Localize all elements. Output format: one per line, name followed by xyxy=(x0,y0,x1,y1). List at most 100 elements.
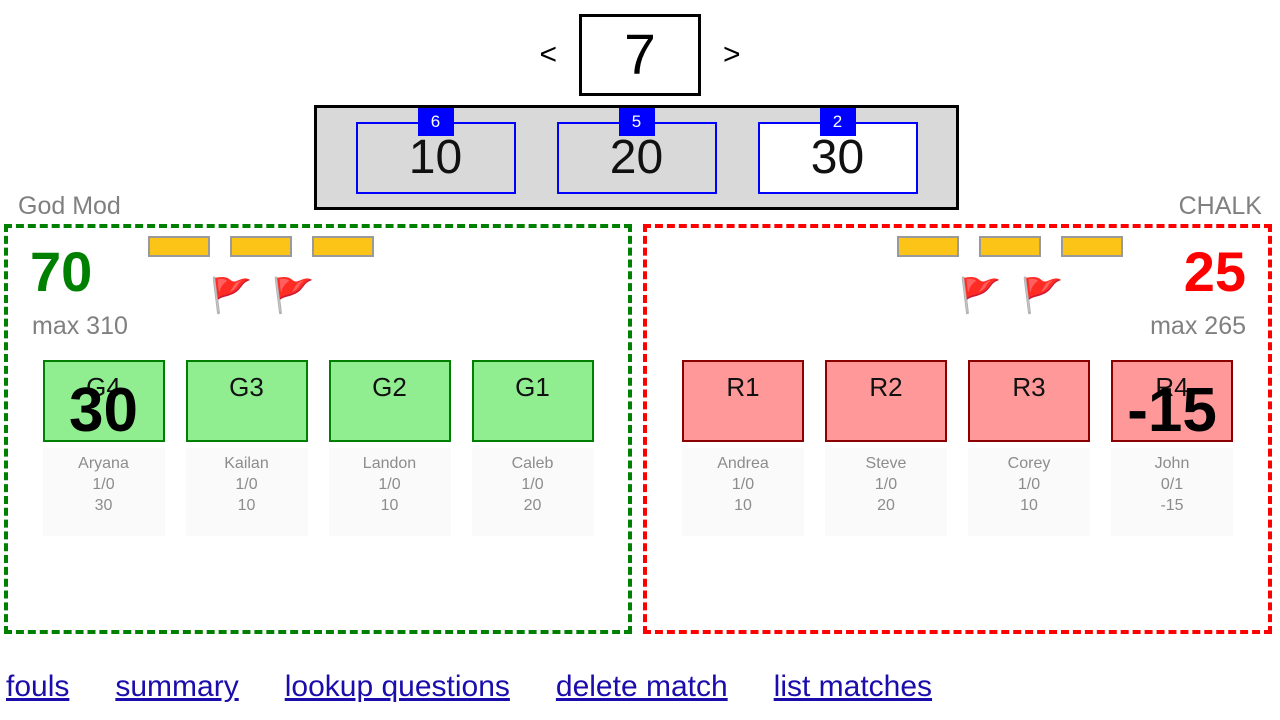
player-name: Caleb xyxy=(511,455,554,472)
player-slot-label: G3 xyxy=(229,372,264,402)
player-slot-button-R2[interactable]: R2 xyxy=(825,360,947,442)
player-slot-label: R2 xyxy=(869,372,903,402)
footer-links: fouls summary lookup questions delete match… xyxy=(6,672,932,702)
right-team-name: CHALK xyxy=(1178,192,1262,220)
right-team-score: 25 xyxy=(1183,240,1246,303)
player-points: -15 xyxy=(1160,497,1184,514)
player-slot-button-G1[interactable]: G1 xyxy=(471,360,594,442)
yellow-card-icon[interactable] xyxy=(979,236,1041,257)
player-name: Corey xyxy=(1007,455,1051,472)
yellow-card-icon[interactable] xyxy=(148,236,210,257)
player-slot-button-G3[interactable]: G3 xyxy=(185,360,308,442)
player-points: 10 xyxy=(237,497,256,514)
player-info-panel: Kailan 1/0 10 xyxy=(185,448,308,536)
player-record: 1/0 xyxy=(874,476,898,493)
player-slot-button-R4[interactable]: R4-15 xyxy=(1111,360,1233,442)
right-team-marks: 🚩🚩 xyxy=(897,236,1123,319)
player-info-panel: Steve 1/0 20 xyxy=(825,448,947,536)
right-red-flags: 🚩🚩 xyxy=(897,279,1123,319)
player-name: Steve xyxy=(865,455,907,472)
point-count-badge: 2 xyxy=(819,107,856,136)
player-record: 1/0 xyxy=(92,476,115,493)
round-navigator: < 7 > xyxy=(0,14,1280,96)
player-name: Andrea xyxy=(717,455,769,472)
player-slot-label: G2 xyxy=(372,372,407,402)
player-record: 1/0 xyxy=(731,476,755,493)
player-slot-button-G2[interactable]: G2 xyxy=(328,360,451,442)
player-name: Kailan xyxy=(224,455,269,472)
left-team-name: God Mod xyxy=(18,192,121,220)
player-info-panel: Aryana 1/0 30 xyxy=(42,448,165,536)
footer-link-summary[interactable]: summary xyxy=(115,670,239,703)
right-yellow-cards xyxy=(897,236,1123,257)
point-value-label: 30 xyxy=(810,130,865,184)
player-points: 10 xyxy=(1020,497,1038,514)
player-slot-label: R3 xyxy=(1012,372,1046,402)
player-slot-label: G4 xyxy=(86,372,121,402)
yellow-card-icon[interactable] xyxy=(230,236,292,257)
left-yellow-cards xyxy=(148,236,374,257)
player-record: 1/0 xyxy=(235,476,258,493)
player-slot-label: R1 xyxy=(726,372,760,402)
player-points: 10 xyxy=(734,497,752,514)
player-name: Aryana xyxy=(78,455,129,472)
point-count-badge: 5 xyxy=(618,107,655,136)
previous-round-button[interactable]: < xyxy=(539,38,557,71)
player-points: 30 xyxy=(94,497,113,514)
player-name: John xyxy=(1154,455,1190,472)
red-flag-icon[interactable]: 🚩 xyxy=(959,277,1002,315)
player-slot-label: G1 xyxy=(515,372,550,402)
player-info-panel: Caleb 1/0 20 xyxy=(471,448,594,536)
red-flag-icon[interactable]: 🚩 xyxy=(1021,277,1064,315)
player-info-panel: Andrea 1/0 10 xyxy=(682,448,804,536)
red-flag-icon[interactable]: 🚩 xyxy=(272,277,315,315)
player-points: 20 xyxy=(523,497,542,514)
left-team-max: max 310 xyxy=(32,312,128,340)
player-name: Landon xyxy=(362,455,417,472)
player-slot-button-R1[interactable]: R1 xyxy=(682,360,804,442)
left-team-score: 70 xyxy=(30,240,93,303)
player-record: 1/0 xyxy=(521,476,544,493)
point-value-label: 20 xyxy=(609,130,664,184)
footer-link-lookup-questions[interactable]: lookup questions xyxy=(284,670,510,703)
point-count-badge: 6 xyxy=(417,107,454,136)
player-slot-label: R4 xyxy=(1155,372,1189,402)
right-team-max: max 265 xyxy=(1150,312,1246,340)
player-points: 20 xyxy=(877,497,895,514)
current-round-box[interactable]: 7 xyxy=(579,14,701,96)
red-flag-icon[interactable]: 🚩 xyxy=(210,277,253,315)
yellow-card-icon[interactable] xyxy=(312,236,374,257)
point-value-label: 10 xyxy=(408,130,463,184)
left-red-flags: 🚩🚩 xyxy=(148,279,374,319)
footer-link-fouls[interactable]: fouls xyxy=(6,670,70,703)
next-round-button[interactable]: > xyxy=(723,38,741,71)
player-info-panel: Corey 1/0 10 xyxy=(968,448,1090,536)
footer-link-list-matches[interactable]: list matches xyxy=(773,670,933,703)
footer-link-delete-match[interactable]: delete match xyxy=(555,670,728,703)
player-record: 1/0 xyxy=(1017,476,1041,493)
left-team-marks: 🚩🚩 xyxy=(148,236,374,319)
player-record: 1/0 xyxy=(378,476,401,493)
yellow-card-icon[interactable] xyxy=(1061,236,1123,257)
yellow-card-icon[interactable] xyxy=(897,236,959,257)
player-slot-button-R3[interactable]: R3 xyxy=(968,360,1090,442)
